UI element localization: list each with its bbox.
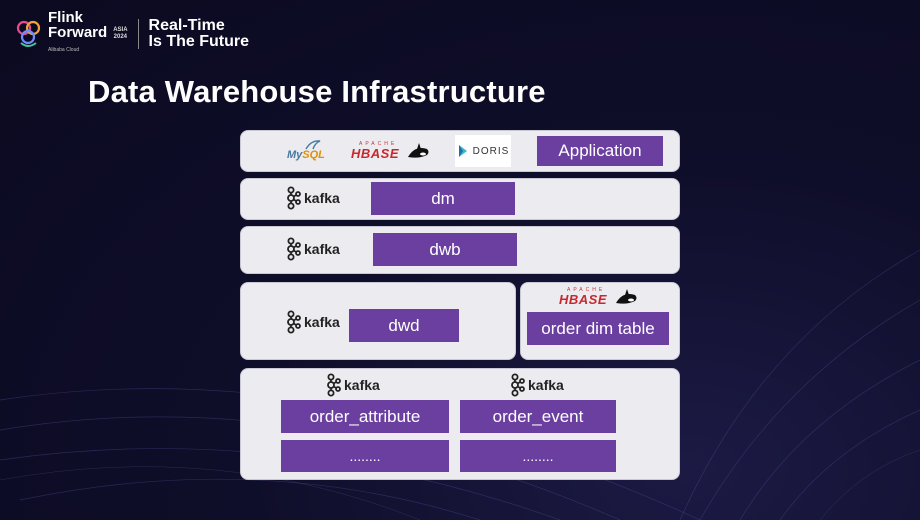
dm-box: dm bbox=[371, 182, 515, 215]
dm-kafka-logo: kafka bbox=[285, 186, 340, 210]
order-dim-table-box: order dim table bbox=[527, 312, 669, 345]
doris-logo: DORIS bbox=[455, 135, 511, 167]
kafka-label: kafka bbox=[304, 190, 340, 206]
doris-icon bbox=[458, 145, 467, 157]
ods-more-box-left: ........ bbox=[281, 440, 449, 472]
flink-forward-logo-icon bbox=[16, 20, 41, 47]
kafka-label: kafka bbox=[528, 377, 564, 393]
order-attribute-box: order_attribute bbox=[281, 400, 449, 433]
hbase-logo: APACHE HBASE bbox=[351, 141, 429, 161]
dwb-layer-panel: kafka dwb bbox=[240, 226, 680, 274]
brand-edition: ASIA 2024 bbox=[113, 27, 127, 41]
ods-kafka-logo-right: kafka bbox=[509, 373, 564, 397]
brand-name: Flink Forward Alibaba Cloud bbox=[48, 10, 107, 58]
dwd-kafka-logo: kafka bbox=[285, 310, 340, 334]
kafka-icon bbox=[287, 310, 301, 334]
brand-tagline-line2: Is The Future bbox=[148, 33, 249, 50]
dim-hbase-logo: APACHE HBASE bbox=[559, 287, 637, 307]
mysql-logo-sql: SQL bbox=[302, 149, 325, 161]
brand-name-line1: Flink bbox=[48, 9, 84, 26]
brand-name-line2: Forward bbox=[48, 24, 108, 41]
ods-more-box-right: ........ bbox=[460, 440, 616, 472]
doris-logo-word: DORIS bbox=[472, 145, 510, 157]
mysql-logo: MySQL bbox=[287, 140, 325, 161]
dm-layer-panel: kafka dm bbox=[240, 178, 680, 220]
dwb-box: dwb bbox=[373, 233, 517, 266]
brand-tagline: Real-Time Is The Future bbox=[149, 18, 249, 50]
dim-hbase-logo-word: HBASE bbox=[559, 292, 608, 307]
hbase-orca-icon bbox=[616, 289, 637, 304]
application-box: Application bbox=[537, 136, 663, 166]
dwd-box: dwd bbox=[349, 309, 459, 342]
kafka-label: kafka bbox=[304, 241, 340, 257]
kafka-icon bbox=[511, 373, 525, 397]
dwd-layer-panel: kafka dwd bbox=[240, 282, 516, 360]
kafka-icon bbox=[287, 237, 301, 261]
mysql-logo-my: My bbox=[287, 149, 303, 161]
dwb-kafka-logo: kafka bbox=[285, 237, 340, 261]
order-event-box: order_event bbox=[460, 400, 616, 433]
ods-layer-panel: kafka kafka order_attribute order_event … bbox=[240, 368, 680, 480]
brand-edition-year: 2024 bbox=[113, 34, 128, 40]
kafka-label: kafka bbox=[344, 377, 380, 393]
hbase-orca-icon bbox=[408, 143, 429, 158]
kafka-icon bbox=[327, 373, 341, 397]
slide-title: Data Warehouse Infrastructure bbox=[88, 74, 546, 109]
hbase-logo-apache: APACHE bbox=[359, 141, 398, 147]
brand-divider bbox=[137, 19, 139, 49]
kafka-icon bbox=[287, 186, 301, 210]
sink-layer-panel: MySQL APACHE HBASE DORIS Application bbox=[240, 130, 680, 172]
event-branding: Flink Forward Alibaba Cloud ASIA 2024 Re… bbox=[16, 10, 249, 58]
mysql-dolphin-icon bbox=[305, 140, 321, 150]
brand-organizer: Alibaba Cloud bbox=[48, 47, 80, 53]
hbase-logo-word: HBASE bbox=[351, 146, 400, 161]
kafka-label: kafka bbox=[304, 314, 340, 330]
ods-kafka-logo-left: kafka bbox=[325, 373, 380, 397]
brand-edition-region: ASIA bbox=[113, 27, 128, 33]
brand-tagline-line1: Real-Time bbox=[148, 17, 225, 34]
dim-hbase-logo-apache: APACHE bbox=[567, 287, 606, 293]
dim-table-panel: APACHE HBASE order dim table bbox=[520, 282, 680, 360]
